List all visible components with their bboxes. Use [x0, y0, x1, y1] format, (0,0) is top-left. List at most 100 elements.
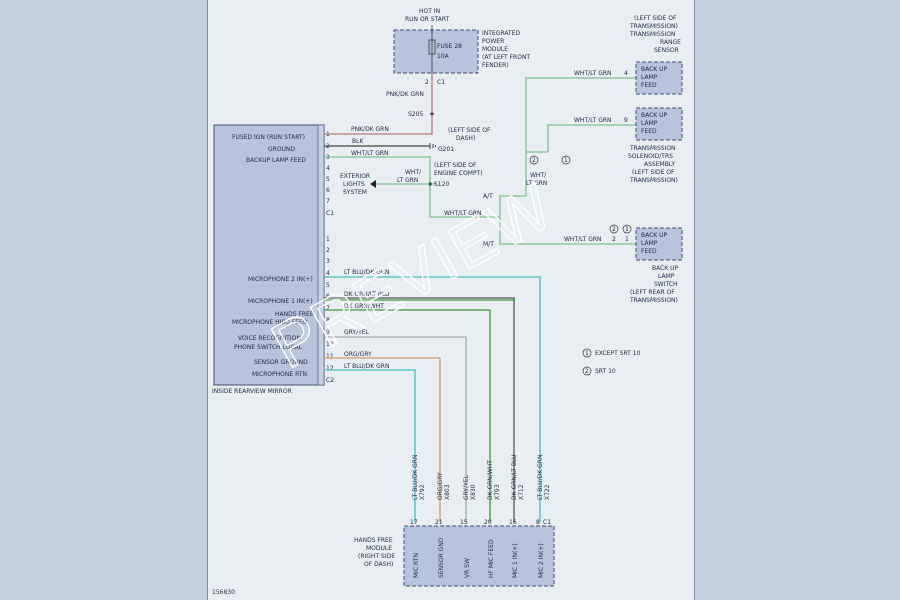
pin-label-backup-feed: BACKUP LAMP FEED — [246, 157, 306, 164]
svg-text:HANDS FREE: HANDS FREE — [354, 537, 393, 544]
power-module-label: INTEGRATED POWER MODULE (AT LEFT FRONT F… — [482, 30, 530, 69]
svg-text:21: 21 — [435, 519, 443, 526]
wire-label-wht-at-1: WHT/ — [530, 172, 547, 179]
pin-label-hands-free: HANDS FREE — [275, 311, 314, 318]
wire-label-wht-range: WHT/LT GRN — [574, 70, 612, 77]
g201-note-2: DASH) — [456, 135, 475, 142]
option-marker-2 — [529, 155, 539, 165]
figure-id: 156830 — [212, 589, 235, 596]
s120-note-1: (LEFT SIDE OF — [434, 162, 477, 169]
wire-voice-sw — [324, 336, 467, 522]
svg-text:ASSEMBLY: ASSEMBLY — [644, 161, 675, 168]
wire-sensor-gnd — [324, 357, 441, 522]
pin-label-mic-rtn: MICROPHONE RTN — [252, 371, 307, 378]
svg-text:ORG/GRY: ORG/GRY — [437, 472, 444, 500]
wire-label-blk: BLK — [352, 138, 364, 145]
svg-text:EXCEPT SRT 10: EXCEPT SRT 10 — [595, 350, 641, 357]
fuse-connector: C1 — [437, 79, 445, 86]
svg-text:(LEFT REAR OF: (LEFT REAR OF — [630, 289, 675, 296]
wire-at-branch — [499, 195, 526, 217]
svg-text:10: 10 — [326, 341, 334, 348]
wire-label-voice-sw: GRY/YEL — [344, 329, 370, 336]
svg-text:MODULE: MODULE — [366, 545, 392, 552]
backup-switch-box — [635, 227, 683, 261]
svg-text:MIC 2 IN(+): MIC 2 IN(+) — [538, 543, 545, 578]
option-marker-2b — [609, 224, 619, 234]
svg-text:LAMP: LAMP — [658, 273, 675, 280]
svg-text:20: 20 — [484, 519, 492, 526]
svg-text:1: 1 — [625, 226, 629, 233]
hands-free-name: HANDS FREE MODULE (RIGHT SIDE OF DASH) — [354, 537, 395, 568]
wire-label-mic1: DK GRN/LT BLU — [344, 291, 389, 298]
option-marker-1 — [561, 155, 571, 165]
svg-text:1: 1 — [326, 236, 330, 243]
pin-4: 4 — [624, 70, 628, 77]
solenoid-box — [635, 107, 683, 141]
svg-text:3: 3 — [326, 258, 330, 265]
pin-2: 2 — [612, 236, 616, 243]
pin-label-mic2: MICROPHONE 2 IN(+) — [248, 276, 313, 283]
svg-text:BACK UP: BACK UP — [641, 112, 668, 119]
svg-text:2: 2 — [326, 247, 330, 254]
svg-text:X792: X792 — [419, 484, 426, 500]
exterior-lights-label: EXTERIOR LIGHTS SYSTEM — [340, 173, 370, 196]
mirror-c2-connector: C2 — [326, 377, 334, 384]
wire-label-wht-ltgrn-c1: WHT/LT GRN — [351, 150, 389, 157]
svg-text:9: 9 — [326, 329, 330, 336]
svg-text:11: 11 — [326, 353, 334, 360]
svg-text:TRANSMISSION): TRANSMISSION) — [629, 297, 678, 304]
svg-text:BACK UP: BACK UP — [641, 232, 668, 239]
mirror-name: INSIDE REARVIEW MIRROR — [212, 388, 292, 395]
wire-mic1-dark — [324, 297, 515, 522]
svg-text:LAMP: LAMP — [641, 74, 658, 81]
wire-label-hf-feed: DK GRN/WHT — [344, 303, 384, 310]
wiring-diagram: HOT IN RUN OR START FUSE 28 10A INTEGRAT… — [212, 8, 683, 596]
svg-text:16: 16 — [509, 519, 517, 526]
wire-label-wht-ltgrn-at: WHT/LT GRN — [444, 210, 482, 217]
svg-text:1: 1 — [585, 350, 589, 357]
svg-text:LT BLU/DK GRN: LT BLU/DK GRN — [412, 455, 419, 500]
hf-pin-labels: MIC RTN SENSOR GND VR SW HF MIC FEED MIC… — [413, 537, 545, 578]
svg-text:LAMP: LAMP — [641, 120, 658, 127]
svg-text:(LEFT SIDE OF: (LEFT SIDE OF — [634, 15, 677, 22]
wire-fused-ign — [324, 114, 433, 135]
wire-label-pnk: PNK/DK GRN — [351, 126, 389, 133]
svg-text:X722: X722 — [544, 484, 551, 500]
svg-text:MODULE: MODULE — [482, 46, 508, 53]
svg-text:BACK UP: BACK UP — [641, 66, 668, 73]
svg-text:2: 2 — [585, 368, 589, 375]
wire-label-sensor-gnd: ORG/GRY — [344, 351, 372, 358]
g201-note-1: (LEFT SIDE OF — [448, 127, 491, 134]
svg-text:GRY/YEL: GRY/YEL — [463, 474, 470, 500]
fuse-line-2: 10A — [437, 53, 450, 60]
svg-text:5: 5 — [326, 282, 330, 289]
svg-text:SENSOR: SENSOR — [654, 47, 679, 54]
s120-note-2: ENGINE COMPT) — [434, 170, 483, 177]
svg-text:RANGE: RANGE — [660, 39, 681, 46]
pin-label-sensor-gnd: SENSOR GROUND — [254, 359, 308, 366]
svg-text:5: 5 — [326, 176, 330, 183]
svg-text:SRT 10: SRT 10 — [595, 368, 616, 375]
svg-text:DK GRN/WHT: DK GRN/WHT — [487, 460, 494, 500]
wire-hf-feed — [324, 309, 491, 522]
wire-label-wht-at-2: LT GRN — [526, 180, 547, 187]
svg-text:8: 8 — [326, 317, 330, 324]
pin-9: 9 — [624, 117, 628, 124]
wire-backup-feed-b — [429, 184, 500, 218]
hands-free-module-box — [403, 525, 555, 587]
svg-text:HF MIC FEED: HF MIC FEED — [488, 539, 495, 578]
svg-text:EXTERIOR: EXTERIOR — [340, 173, 370, 180]
svg-text:FENDER): FENDER) — [482, 62, 509, 69]
solenoid-feed-label: BACK UP LAMP FEED — [641, 112, 668, 135]
pin-label-fused-ign: FUSED IGN (RUN START) — [232, 134, 305, 141]
svg-text:POWER: POWER — [482, 38, 504, 45]
range-sensor-feed-label: BACK UP LAMP FEED — [641, 66, 668, 89]
svg-text:LIGHTS: LIGHTS — [343, 181, 365, 188]
pin-label-mic1: MICROPHONE 1 IN(+) — [248, 298, 313, 305]
wire-solenoid — [547, 124, 636, 152]
fuse-pin: 2 — [425, 79, 429, 86]
legend: 1 EXCEPT SRT 10 2 SRT 10 — [582, 348, 641, 376]
svg-text:4: 4 — [326, 270, 330, 277]
svg-text:SENSOR GND: SENSOR GND — [438, 537, 445, 578]
pin-label-ground: GROUND — [268, 146, 295, 153]
